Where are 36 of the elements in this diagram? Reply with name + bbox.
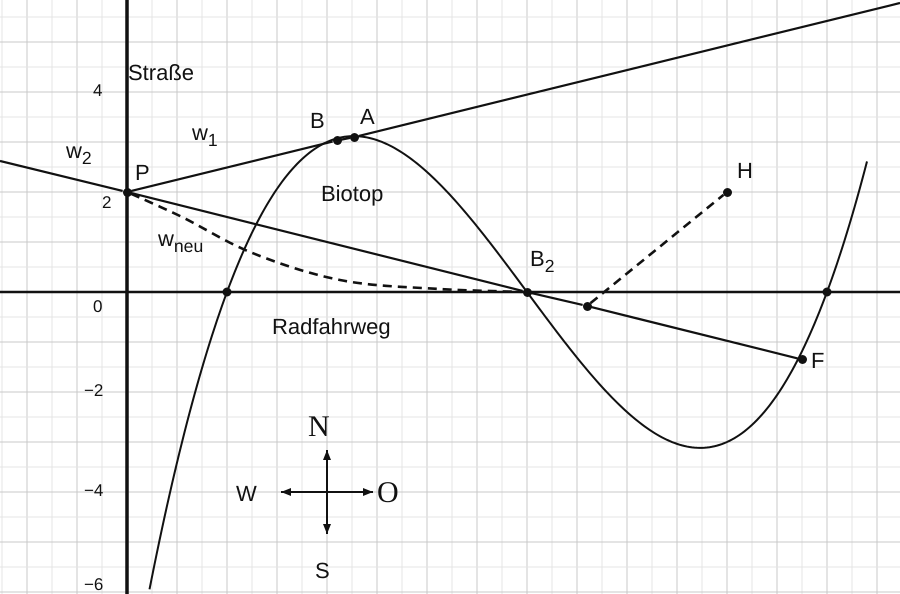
point-label: A [360, 106, 375, 128]
line-segment [591, 306, 798, 360]
compass-label: N [308, 412, 330, 442]
point-label: P [135, 162, 150, 184]
line-segment [0, 160, 123, 192]
compass-label: S [315, 560, 330, 582]
tick-label: −2 [84, 382, 104, 399]
point [798, 355, 806, 364]
point-label: F [811, 350, 824, 372]
area-label: Straße [128, 62, 194, 84]
point [350, 132, 359, 142]
point [332, 136, 342, 145]
line-segment [341, 136, 350, 141]
line-segment [358, 2, 900, 137]
tick-label: −6 [84, 576, 104, 593]
tick-label: 4 [93, 82, 102, 99]
line-segment [131, 140, 333, 192]
edge-label: w$_{1}$ [192, 122, 218, 150]
edge-label: w$_{neu}$ [158, 228, 204, 256]
tick-label: 0 [93, 298, 102, 315]
edge-label: w$_{2}$ [66, 140, 92, 168]
point-label: B [310, 110, 325, 132]
point [122, 188, 132, 196]
point [582, 302, 592, 310]
point-label: H [737, 160, 753, 182]
dashed-path [590, 194, 724, 304]
tick-label: 2 [102, 194, 112, 211]
point [722, 188, 732, 196]
area-label: Biotop [321, 183, 384, 205]
line-segment [531, 292, 583, 306]
compass-label: O [377, 478, 399, 508]
compass-label: W [236, 483, 257, 505]
point-label: B$_{2}$ [530, 248, 554, 276]
area-label: Radfahrweg [272, 316, 391, 338]
tick-label: −4 [84, 482, 104, 499]
point [522, 288, 532, 296]
